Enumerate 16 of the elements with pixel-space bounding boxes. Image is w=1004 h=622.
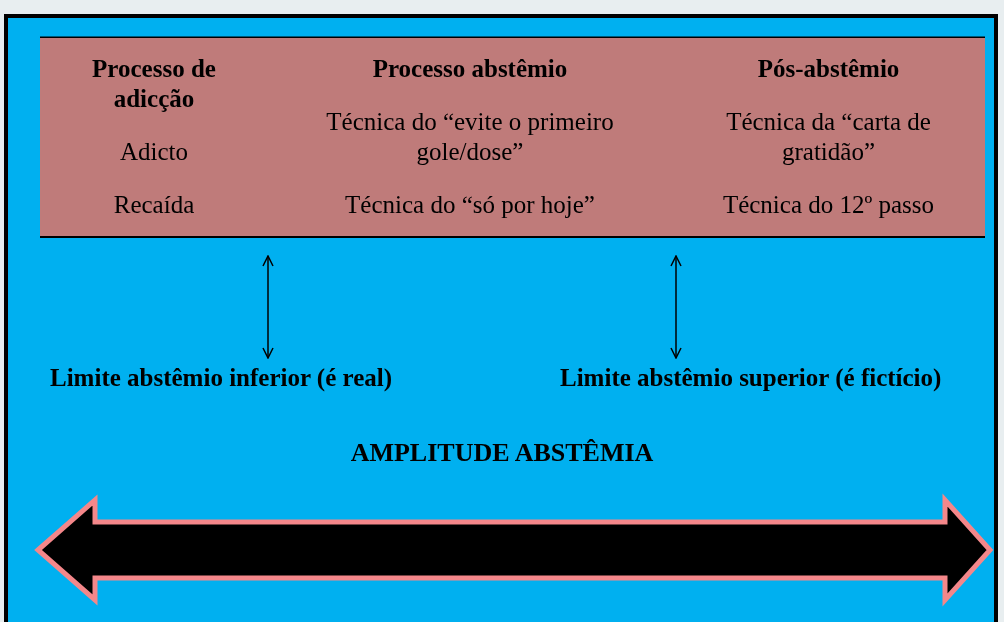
- table-column: [40, 38, 268, 236]
- column-heading: Pós-abstêmio: [756, 53, 901, 84]
- column-heading: Processo abstêmio: [371, 53, 569, 84]
- column-text: Técnica do “evite o primeiro gole/dose”: [325, 107, 615, 167]
- column-text: Adicto: [118, 137, 189, 167]
- limit-label: Limite abstêmio superior (é fictício): [560, 364, 942, 392]
- column-text: Técnica da “carta de gratidão”: [725, 107, 932, 167]
- double-arrow: [262, 255, 274, 359]
- column-text: Recaída: [112, 190, 196, 221]
- column-text: Técnica do 12º passo: [721, 190, 936, 221]
- table-column: [672, 38, 985, 236]
- limit-label: Limite abstêmio inferior (é real): [50, 364, 393, 392]
- column-heading: Processo de adicção: [91, 53, 217, 114]
- range-title: AMPLITUDE ABSTÊMIA: [349, 438, 655, 468]
- double-arrow: [670, 255, 682, 359]
- column-text: Técnica do “só por hoje”: [344, 190, 596, 221]
